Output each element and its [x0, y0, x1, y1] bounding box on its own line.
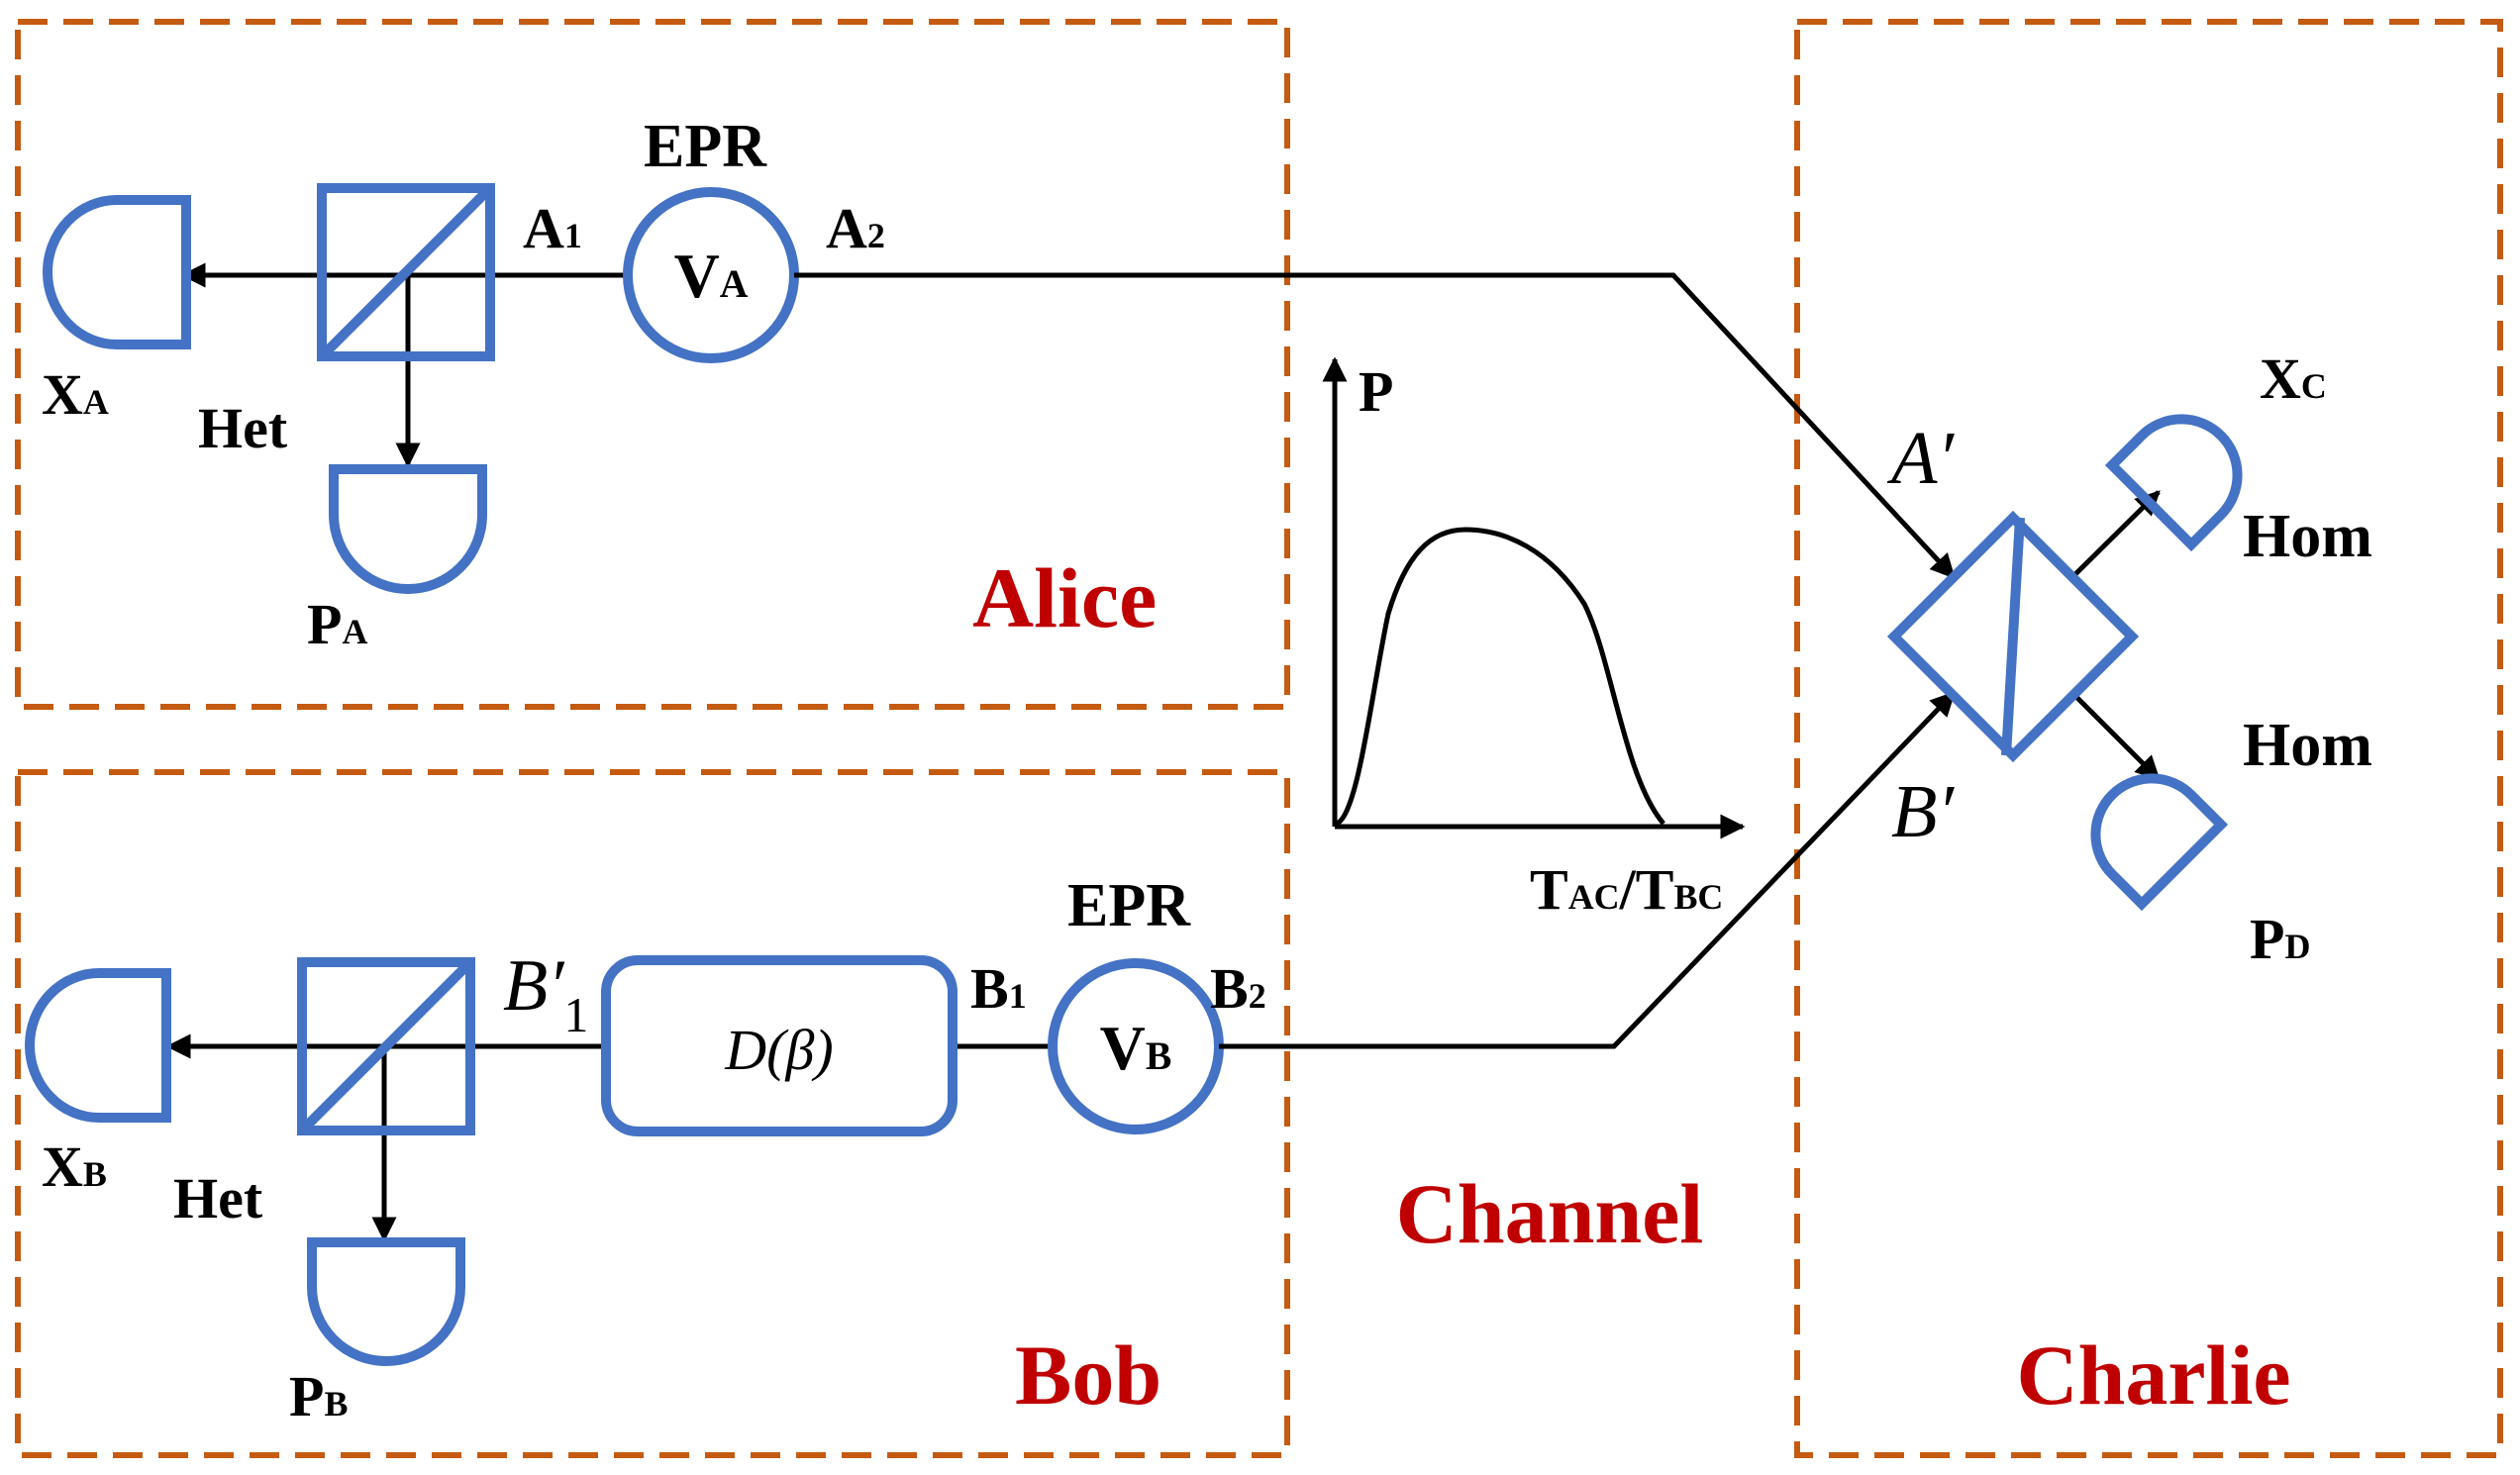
alice-pa-label: PA — [307, 592, 367, 656]
bob-pb-label: PB — [289, 1364, 348, 1428]
charlie-a-prime-label: A′ — [1886, 417, 1955, 500]
bob-b2-label: B2 — [1210, 956, 1266, 1021]
alice-a1-label: A1 — [523, 196, 582, 260]
charlie-region-label: Charlie — [2016, 1328, 2290, 1423]
charlie-b-prime-label: B′ — [1891, 770, 1955, 853]
charlie-hom-top-label: Hom — [2243, 503, 2372, 570]
charlie-beam-splitter-icon — [1886, 510, 2140, 763]
charlie-pd-detector-icon — [2090, 773, 2229, 912]
charlie-pd-label: PD — [2250, 907, 2310, 971]
bob-section: D(β) EPR VB B1 B2 B′1 XB Het PB Bob — [25, 872, 1266, 1428]
charlie-beam-to-xc — [2070, 490, 2161, 579]
alice-xa-detector-icon — [43, 195, 191, 349]
alice-xa-label: XA — [42, 362, 109, 427]
alice-section: EPR VA A1 A2 XA Het PA Alice — [42, 113, 1157, 656]
charlie-beam-to-pd — [2070, 691, 2161, 781]
bob-beam-splitter-diagonal — [301, 961, 471, 1131]
alice-epr-label: EPR — [644, 113, 767, 180]
bob-xb-detector-icon — [25, 968, 171, 1123]
bob-source-label: VB — [1100, 1013, 1172, 1083]
bob-pb-detector-icon — [307, 1237, 465, 1366]
charlie-xc-detector-icon — [2104, 414, 2243, 552]
alice-pa-detector-icon — [329, 464, 487, 594]
channel-beam-b — [1219, 691, 1956, 1049]
alice-region-box — [15, 19, 1290, 710]
bob-xb-label: XB — [42, 1134, 107, 1199]
charlie-beam-splitter-divider — [2001, 517, 2025, 756]
bob-b1-prime-label: B′1 — [503, 945, 588, 1042]
plot-y-label: P — [1359, 359, 1393, 424]
bob-region-box — [15, 769, 1290, 1458]
bob-epr-label: EPR — [1067, 872, 1191, 939]
alice-source-label: VA — [674, 241, 749, 311]
plot-curve — [1335, 527, 1665, 827]
charlie-region-box — [1794, 19, 2503, 1458]
alice-beam-splitter-diagonal — [321, 187, 491, 357]
bob-het-label: Het — [173, 1166, 263, 1230]
charlie-section: A′ B′ XC Hom Hom PD Charlie — [1886, 346, 2372, 1423]
channel-beam-a — [794, 272, 1956, 579]
alice-region-label: Alice — [972, 550, 1157, 645]
bob-displacement-box — [601, 955, 958, 1136]
charlie-xc-label: XC — [2260, 346, 2327, 411]
channel-plot: P TAC/TBC — [1322, 356, 1746, 922]
alice-het-label: Het — [198, 396, 288, 460]
bob-b1-label: B1 — [970, 956, 1027, 1021]
channel-region-label: Channel — [1396, 1166, 1704, 1261]
plot-x-label: TAC/TBC — [1530, 857, 1723, 922]
charlie-hom-bottom-label: Hom — [2243, 712, 2372, 779]
bob-displacement-label: D(β) — [724, 1018, 833, 1082]
alice-a2-label: A2 — [826, 196, 885, 260]
bob-region-label: Bob — [1015, 1328, 1161, 1423]
alice-beam-splitter-icon — [317, 183, 495, 361]
bob-beam-splitter-icon — [297, 957, 475, 1135]
